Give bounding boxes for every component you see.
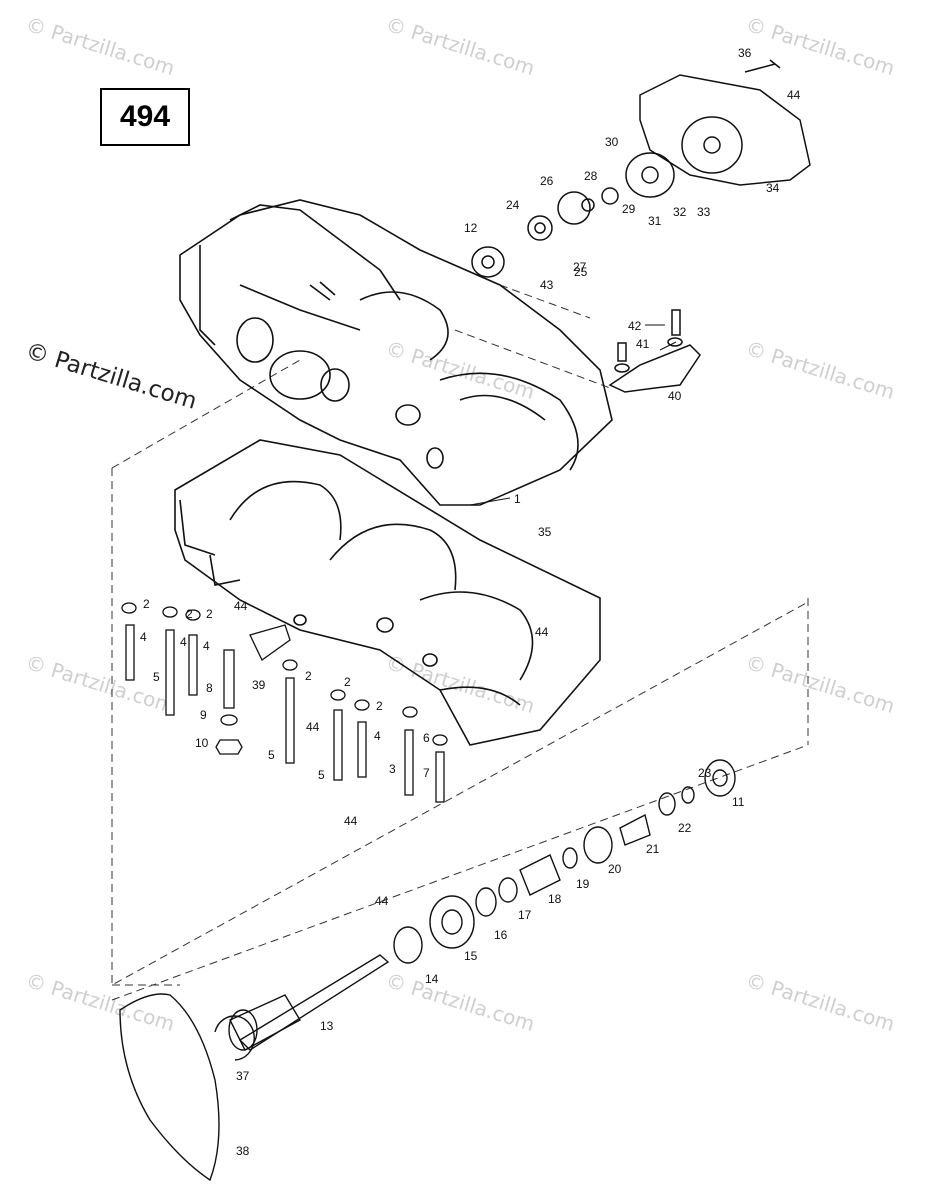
callout: 33 — [697, 205, 711, 219]
callout: 37 — [236, 1069, 250, 1083]
bracket-assembly — [608, 309, 701, 393]
callout: 5 — [153, 670, 160, 684]
callout: 15 — [464, 949, 478, 963]
shaft-assembly — [119, 759, 736, 1182]
callout: 9 — [200, 708, 207, 722]
callout: 44 — [787, 88, 801, 102]
callout: 4 — [374, 729, 381, 743]
dashed-guides — [111, 284, 809, 1001]
callout: 22 — [678, 821, 692, 835]
callout: 11 — [732, 795, 745, 809]
leader-lines — [469, 324, 677, 506]
callout: 16 — [494, 928, 508, 942]
callout: 26 — [540, 174, 554, 188]
callout: 44 — [234, 599, 248, 613]
callout: 2 — [143, 597, 150, 611]
callout: 2 — [206, 607, 213, 621]
callout: 44 — [306, 720, 320, 734]
callout: 7 — [423, 766, 430, 780]
callout: 41 — [636, 337, 650, 351]
upper-crankcase — [179, 199, 613, 506]
callout: 2 — [344, 675, 351, 689]
callout: 35 — [538, 525, 552, 539]
lower-crankcase — [174, 439, 601, 746]
callout: 1 — [514, 492, 521, 506]
callout: 44 — [344, 814, 358, 828]
callout: 31 — [648, 214, 662, 228]
callout: 39 — [252, 678, 266, 692]
callout: 23 — [698, 766, 712, 780]
callout: 29 — [622, 202, 636, 216]
callout: 6 — [423, 731, 430, 745]
callout-labels: 1 2 2 2 2 2 2 3 4 4 4 4 5 5 5 6 7 8 9 10… — [140, 46, 801, 1158]
callout: 2 — [305, 669, 312, 683]
callout: 10 — [195, 736, 209, 750]
callout: 19 — [576, 877, 590, 891]
callout: 2 — [186, 607, 193, 621]
callout: 17 — [518, 908, 532, 922]
callout: 21 — [646, 842, 660, 856]
callout: 44 — [375, 894, 389, 908]
callout: 4 — [203, 639, 210, 653]
callout: 24 — [506, 198, 520, 212]
callout: 42 — [628, 319, 642, 333]
callout: 13 — [320, 1019, 334, 1033]
callout: 38 — [236, 1144, 250, 1158]
diagram-code-box: 494 — [100, 88, 190, 146]
fasteners — [121, 602, 448, 803]
callout: 18 — [548, 892, 562, 906]
callout: 44 — [535, 625, 549, 639]
callout: 32 — [673, 205, 687, 219]
callout: 4 — [140, 630, 147, 644]
callout: 30 — [605, 135, 619, 149]
callout: 5 — [318, 768, 325, 782]
callout: 36 — [738, 46, 752, 60]
callout: 2 — [376, 699, 383, 713]
callout: 25 — [574, 265, 588, 279]
callout: 8 — [206, 681, 213, 695]
callout: 27 — [573, 260, 587, 274]
callout: 12 — [464, 221, 478, 235]
callout: 28 — [584, 169, 598, 183]
pump-cover-assembly — [471, 59, 811, 278]
callout: 3 — [389, 762, 396, 776]
callout: 4 — [180, 635, 187, 649]
callout: 14 — [425, 972, 439, 986]
callout: 43 — [540, 278, 554, 292]
callout: 34 — [766, 181, 780, 195]
callout: 20 — [608, 862, 622, 876]
callout: 5 — [268, 748, 275, 762]
callout: 40 — [668, 389, 682, 403]
